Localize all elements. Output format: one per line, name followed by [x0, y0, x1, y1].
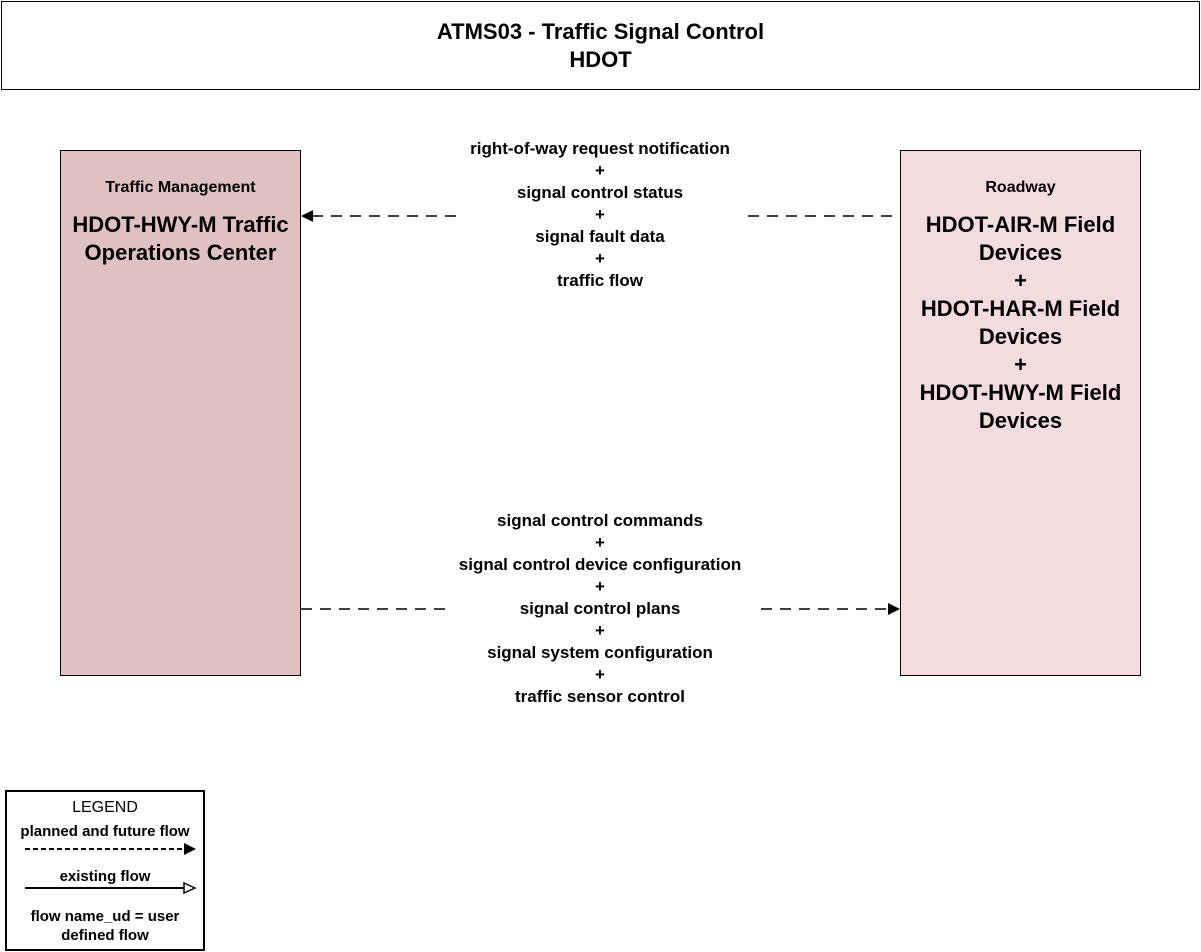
flow-label: signal control status	[516, 183, 684, 202]
entity-name: HDOT-HAR-M Field Devices	[920, 296, 1121, 349]
entity-name-list: HDOT-AIR-M Field Devices + HDOT-HAR-M Fi…	[901, 211, 1140, 435]
legend-title: LEGEND	[72, 799, 138, 816]
plus-separator: +	[595, 665, 605, 684]
arrowhead-to-right	[888, 603, 900, 615]
entity-roadway: Roadway HDOT-AIR-M Field Devices + HDOT-…	[900, 150, 1141, 676]
legend-user-defined-label: flow name_ud = user defined flow	[30, 908, 180, 944]
flow-label-group-to-right: signal control commands + signal control…	[430, 510, 770, 708]
diagram-title-box: ATMS03 - Traffic Signal Control HDOT	[1, 1, 1200, 90]
flow-label: signal fault data	[535, 227, 665, 246]
entity-name: HDOT-HWY-M Field Devices	[919, 380, 1122, 433]
entity-name: HDOT-HWY-M Traffic Operations Center	[72, 212, 289, 265]
flow-label: signal control device configuration	[458, 555, 742, 574]
legend: LEGEND planned and future flow existing …	[5, 790, 205, 951]
plus-separator: +	[595, 161, 605, 180]
entity-name: HDOT-AIR-M Field Devices	[925, 212, 1116, 265]
plus-separator: +	[1014, 352, 1027, 377]
flow-label: signal control plans	[519, 599, 681, 618]
entity-category: Roadway	[985, 179, 1056, 196]
plus-separator: +	[595, 533, 605, 552]
plus-separator: +	[595, 249, 605, 268]
entity-category: Traffic Management	[105, 179, 256, 196]
flow-label-group-to-left: right-of-way request notification + sign…	[430, 138, 770, 292]
entity-traffic-management: Traffic Management HDOT-HWY-M Traffic Op…	[60, 150, 301, 676]
flow-label: signal system configuration	[487, 643, 713, 662]
diagram-subtitle: HDOT	[569, 47, 632, 72]
plus-separator: +	[595, 205, 605, 224]
arrowhead-to-left	[301, 210, 313, 222]
legend-planned-label: planned and future flow	[20, 823, 190, 840]
flow-label: signal control commands	[497, 511, 703, 530]
flow-label: traffic sensor control	[514, 687, 686, 706]
plus-separator: +	[1014, 268, 1027, 293]
flow-label: right-of-way request notification	[470, 139, 730, 158]
plus-separator: +	[595, 577, 605, 596]
diagram-title: ATMS03 - Traffic Signal Control	[436, 19, 765, 44]
plus-separator: +	[595, 621, 605, 640]
legend-existing-label: existing flow	[59, 868, 151, 885]
flow-label: traffic flow	[557, 271, 643, 290]
